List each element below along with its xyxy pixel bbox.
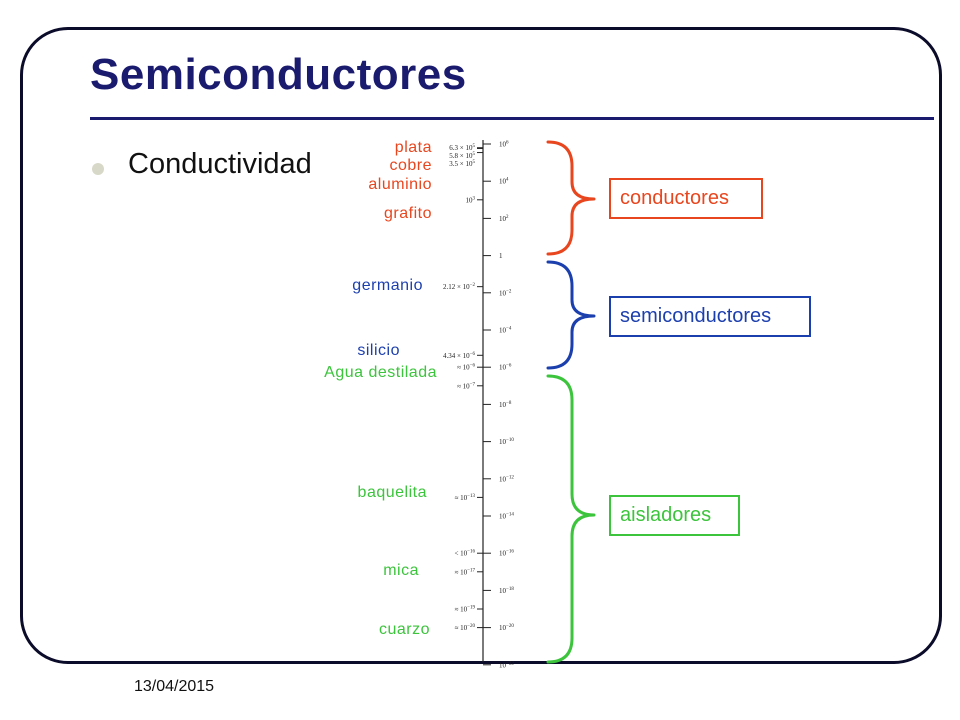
scale-marker-label: ≈ 10−6 (457, 364, 475, 372)
category-aisladores: aisladores (609, 495, 740, 536)
scale-marker-label: ≈ 10−17 (455, 568, 476, 576)
slide-title: Semiconductores (90, 50, 467, 99)
material-mica: mica (383, 562, 419, 579)
scale-marker-label: 103 (466, 196, 476, 204)
scale-marker-label: 3.5 × 105 (449, 160, 475, 168)
scale-marker-label: ≈ 10−13 (455, 494, 476, 502)
slide-date: 13/04/2015 (134, 678, 215, 695)
scale-tick-label: 10−12 (499, 475, 514, 483)
scale-tick-label: 10−8 (499, 401, 512, 409)
bullet-dot-icon (92, 163, 104, 175)
aisladores-brace (546, 374, 596, 664)
scale-tick-label: 104 (499, 178, 509, 186)
scale-marker-label: 4.34 × 10−6 (443, 352, 476, 360)
material-agua-destilada: Agua destilada (324, 364, 437, 381)
scale-marker-label: < 10−16 (454, 550, 475, 558)
scale-marker-label: ≈ 10−7 (457, 382, 475, 390)
bullet-conductividad: Conductividad (128, 148, 312, 180)
scale-tick-label: 1 (499, 252, 503, 260)
scale-tick-label: 10−16 (499, 550, 514, 558)
scale-tick-label: 10−20 (499, 624, 514, 632)
material-cuarzo: cuarzo (379, 621, 430, 638)
material-baquelita: baquelita (358, 484, 427, 501)
title-underline (90, 117, 934, 120)
scale-tick-label: 102 (499, 215, 509, 223)
scale-tick-label: 106 (499, 141, 509, 149)
scale-tick-label: 10−18 (499, 587, 514, 595)
material-grafito: grafito (384, 205, 432, 222)
material-cobre: cobre (389, 157, 432, 174)
material-germanio: germanio (352, 277, 423, 294)
category-semiconductores: semiconductores (609, 296, 811, 337)
conductores-brace (546, 140, 596, 256)
semiconductores-brace (546, 260, 596, 370)
scale-marker-label: 2.12 × 10−2 (443, 283, 476, 291)
scale-tick-label: 10−4 (499, 327, 512, 335)
scale-marker-label: ≈ 10−20 (455, 624, 476, 632)
category-conductores: conductores (609, 178, 763, 219)
material-silicio: silicio (357, 342, 400, 359)
material-aluminio: aluminio (368, 176, 432, 193)
scale-ticks: 106 104 102 1 10−2 10−4 10−6 10−8 10−10 10−12 10−1… (483, 141, 514, 669)
scale-tick-label: 10−10 (499, 438, 514, 446)
slide-frame (20, 27, 942, 664)
material-plata: plata (395, 139, 432, 156)
scale-tick-label: 10−2 (499, 289, 512, 297)
scale-tick-label: 10−14 (499, 513, 514, 521)
scale-marker-label: 6.3 × 105 (449, 144, 475, 152)
scale-tick-label: 10−6 (499, 364, 512, 372)
scale-marker-label: 5.8 × 105 (449, 152, 475, 160)
scale-tick-label: 10−22 (499, 661, 514, 669)
scale-marker-label: ≈ 10−19 (455, 606, 476, 614)
